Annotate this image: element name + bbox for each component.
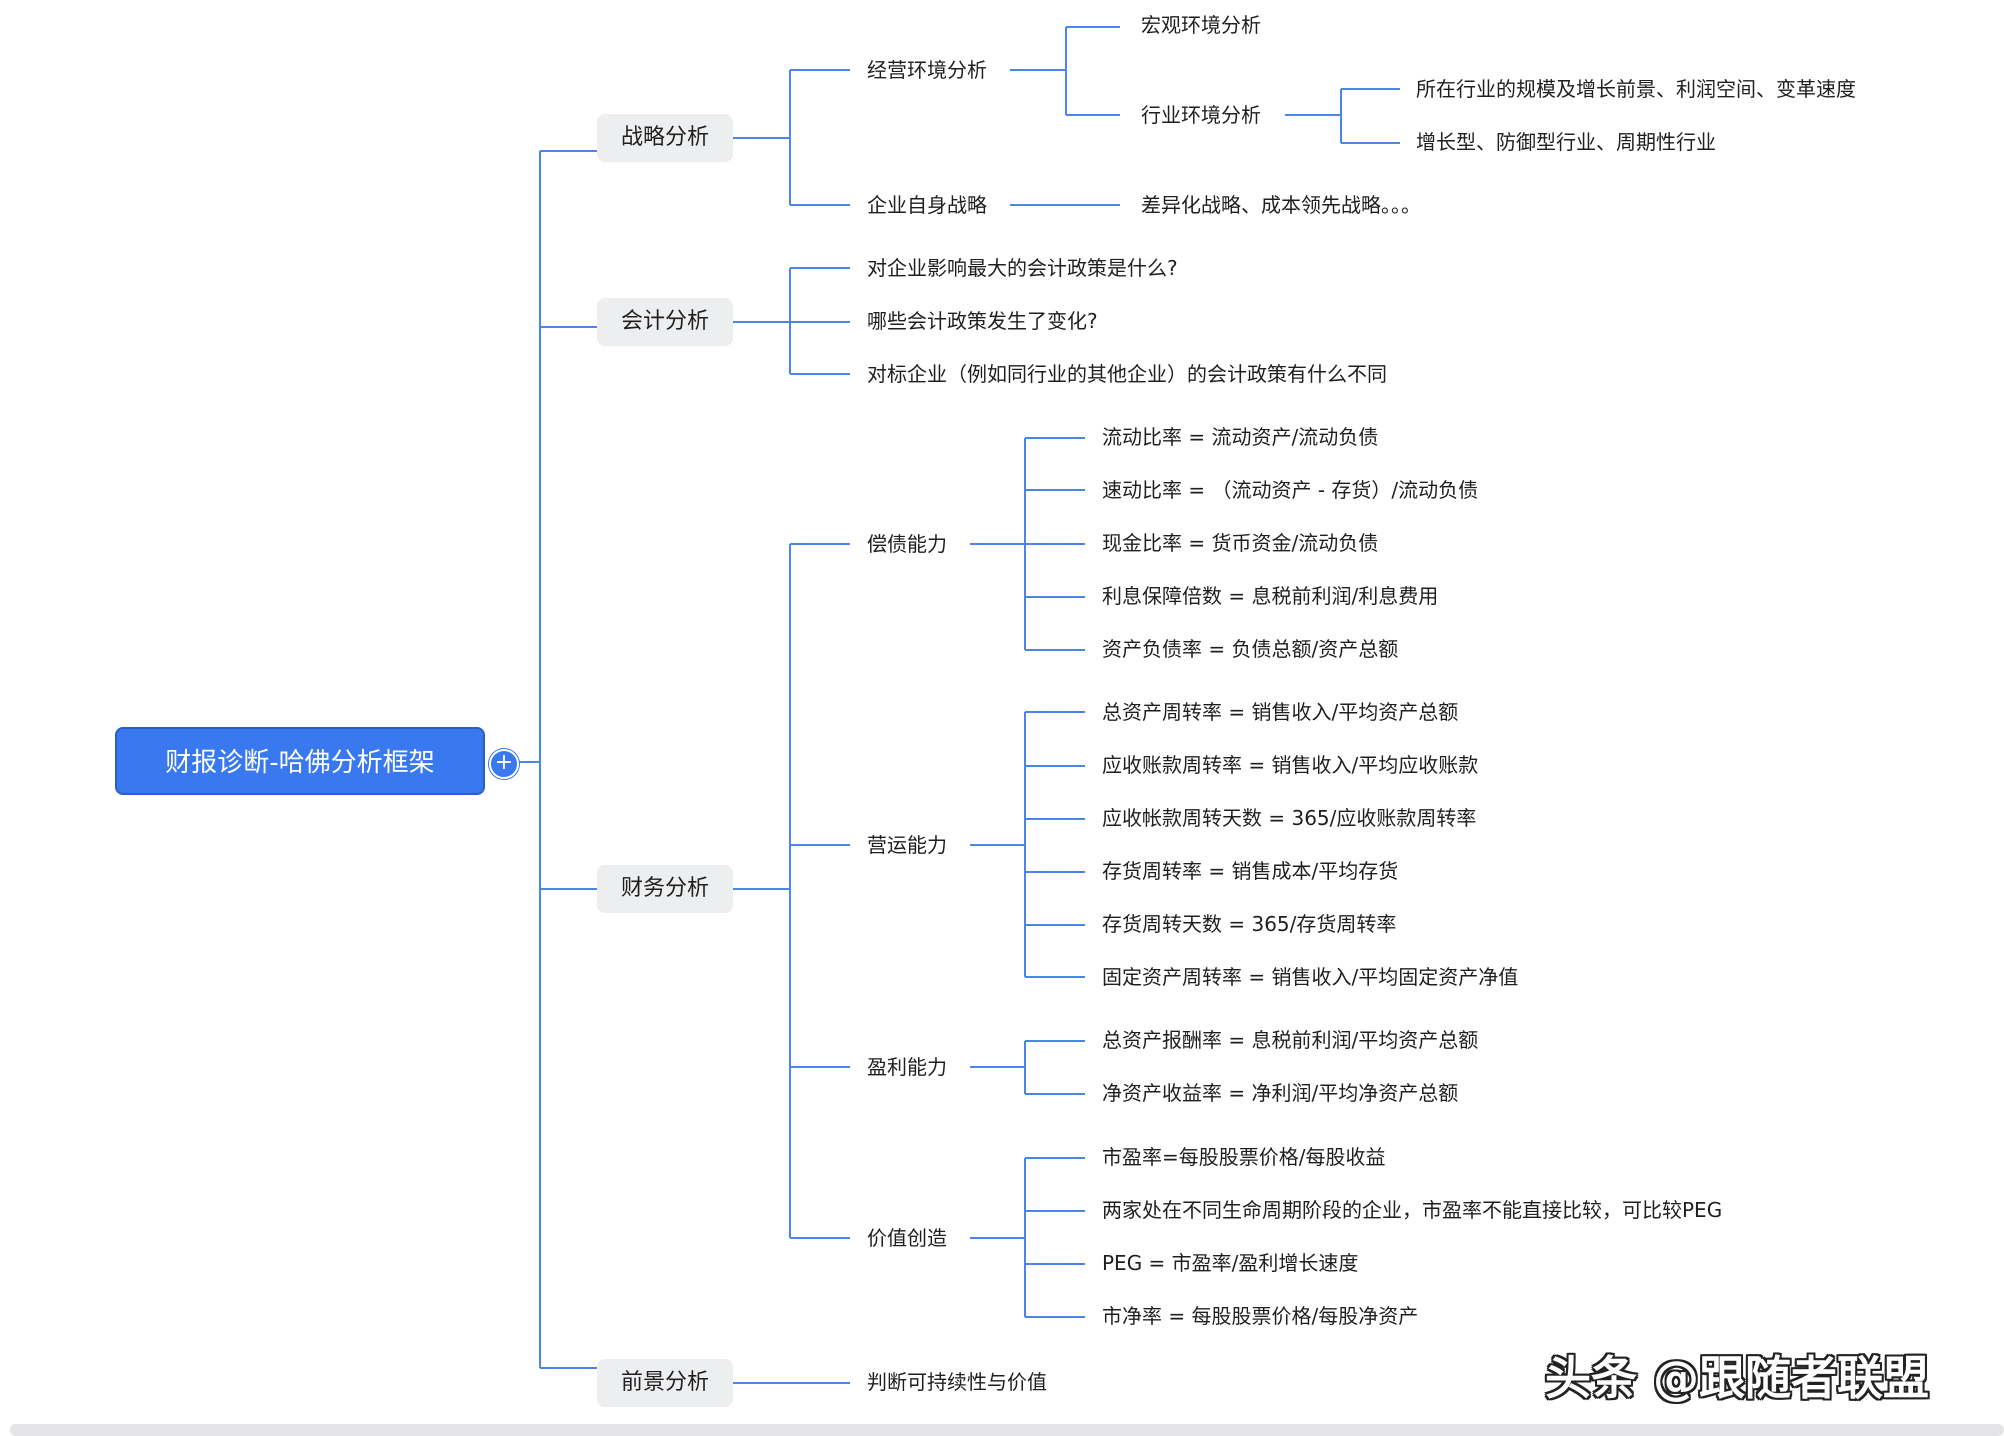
node-value-item[interactable]: 市盈率=每股股票价格/每股收益	[1102, 1145, 1386, 1169]
node-financial-analysis[interactable]: 财务分析	[597, 865, 733, 913]
node-operating-item[interactable]: 应收帐款周转天数 = 365/应收账款周转率	[1102, 806, 1477, 830]
node-own-strategy[interactable]: 企业自身战略	[867, 193, 987, 217]
node-solvency-item[interactable]: 利息保障倍数 = 息税前利润/利息费用	[1102, 584, 1439, 608]
node-value-creation[interactable]: 价值创造	[867, 1226, 947, 1250]
node-strategy-analysis[interactable]: 战略分析	[597, 114, 733, 162]
node-profitability-item[interactable]: 总资产报酬率 = 息税前利润/平均资产总额	[1102, 1028, 1479, 1052]
node-operating-item[interactable]: 固定资产周转率 = 销售收入/平均固定资产净值	[1102, 965, 1519, 989]
node-operating-item[interactable]: 存货周转率 = 销售成本/平均存货	[1102, 859, 1399, 883]
node-solvency-item[interactable]: 速动比率 = （流动资产 - 存货）/流动负债	[1102, 478, 1479, 502]
node-macro-environment[interactable]: 宏观环境分析	[1141, 13, 1261, 37]
node-own-strategy-item[interactable]: 差异化战略、成本领先战略。。。	[1141, 193, 1421, 217]
node-accounting-analysis[interactable]: 会计分析	[597, 298, 733, 346]
node-value-item[interactable]: 两家处在不同生命周期阶段的企业，市盈率不能直接比较，可比较PEG	[1102, 1198, 1723, 1222]
watermark-text: 头条 @跟随者联盟	[1545, 1351, 1930, 1405]
node-profitability-item[interactable]: 净资产收益率 = 净利润/平均净资产总额	[1102, 1081, 1459, 1105]
node-solvency-item[interactable]: 现金比率 = 货币资金/流动负债	[1102, 531, 1379, 555]
node-prospect-item[interactable]: 判断可持续性与价值	[867, 1370, 1047, 1394]
node-operating[interactable]: 营运能力	[867, 833, 947, 857]
plus-icon[interactable]: +	[489, 749, 519, 779]
horizontal-scrollbar[interactable]	[10, 1424, 2004, 1436]
node-operating-item[interactable]: 总资产周转率 = 销售收入/平均资产总额	[1102, 700, 1459, 724]
node-industry-item[interactable]: 所在行业的规模及增长前景、利润空间、变革速度	[1416, 77, 1856, 101]
node-profitability[interactable]: 盈利能力	[867, 1055, 947, 1079]
node-solvency[interactable]: 偿债能力	[867, 532, 947, 556]
node-business-environment[interactable]: 经营环境分析	[867, 58, 987, 82]
node-value-item[interactable]: 市净率 = 每股股票价格/每股净资产	[1102, 1304, 1419, 1328]
node-industry-item[interactable]: 增长型、防御型行业、周期性行业	[1416, 130, 1716, 154]
node-prospect-analysis[interactable]: 前景分析	[597, 1359, 733, 1407]
node-operating-item[interactable]: 应收账款周转率 = 销售收入/平均应收账款	[1102, 753, 1479, 777]
root-node[interactable]: 财报诊断-哈佛分析框架	[115, 727, 485, 795]
node-operating-item[interactable]: 存货周转天数 = 365/存货周转率	[1102, 912, 1397, 936]
node-accounting-item[interactable]: 哪些会计政策发生了变化?	[867, 309, 1098, 333]
node-solvency-item[interactable]: 资产负债率 = 负债总额/资产总额	[1102, 637, 1399, 661]
node-industry-environment[interactable]: 行业环境分析	[1141, 103, 1261, 127]
node-accounting-item[interactable]: 对标企业（例如同行业的其他企业）的会计政策有什么不同	[867, 362, 1387, 386]
node-solvency-item[interactable]: 流动比率 = 流动资产/流动负债	[1102, 425, 1379, 449]
node-value-item[interactable]: PEG = 市盈率/盈利增长速度	[1102, 1251, 1359, 1275]
node-accounting-item[interactable]: 对企业影响最大的会计政策是什么?	[867, 256, 1178, 280]
